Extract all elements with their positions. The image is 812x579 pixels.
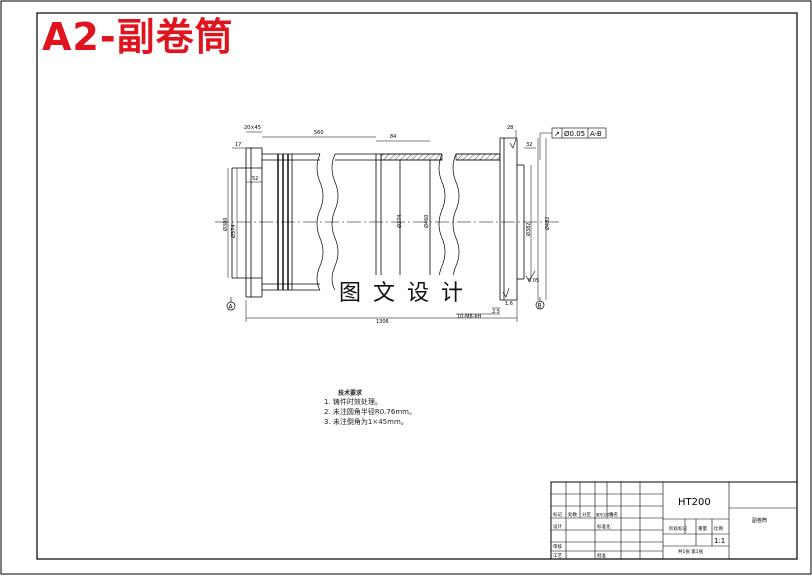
- tb-row: 更改文件号: [596, 512, 614, 517]
- datum-a: A: [226, 297, 236, 311]
- runout-icon: ↗: [554, 130, 560, 138]
- roughness-icon: [502, 138, 536, 298]
- dim-text: 84: [390, 134, 396, 140]
- dim-text: 1.6: [505, 301, 513, 307]
- tb-row: 设计: [553, 523, 562, 530]
- tb-row: 签名: [609, 511, 618, 518]
- tb-row: 审核: [553, 543, 562, 550]
- dim-text: Ø460: [423, 215, 430, 228]
- section-hatch-right: [455, 153, 501, 161]
- tb-row: 处数: [568, 511, 577, 518]
- dim-text: 20×45: [244, 125, 261, 131]
- tb-row: 标准化: [597, 523, 611, 530]
- dim-text: Ø482: [544, 217, 551, 230]
- dim-text: 0.05: [528, 278, 539, 284]
- dim-text: Ø380: [222, 218, 229, 231]
- dim-text: 32: [526, 142, 532, 148]
- datum-a-label: A: [229, 304, 234, 311]
- part-name: 副卷筒: [752, 517, 767, 524]
- scale-label: 比例: [714, 525, 723, 532]
- drawing-title: A2-副卷筒: [42, 15, 234, 59]
- dim-text: 52: [252, 176, 258, 182]
- dim-text: Ø382: [525, 223, 532, 236]
- tb-row: 标记: [553, 511, 562, 518]
- tb-row: 工艺: [553, 553, 562, 559]
- sheet-label: 共1张 第1张: [678, 548, 704, 555]
- break-lines: [316, 153, 460, 291]
- tolerance-datum: A-B: [590, 130, 602, 138]
- scale-value: 1:1: [714, 537, 725, 545]
- datum-b: B: [535, 297, 545, 310]
- watermark-text: 图文设计: [337, 275, 478, 307]
- dim-text: 10-M8-6H: [457, 314, 482, 320]
- notes-title: 技术要求: [338, 390, 363, 397]
- dimension-lines: [227, 130, 547, 322]
- dim-text: 560: [314, 130, 324, 136]
- inner-border: [36, 12, 798, 560]
- title-block: [550, 481, 798, 560]
- stage-label: 阶段标记: [669, 525, 687, 532]
- tb-row: 批准: [597, 552, 606, 559]
- note-line: 2. 未注圆角半径R0.76mm。: [324, 408, 416, 416]
- datum-b-label: B: [538, 303, 542, 310]
- dim-text: 17: [235, 142, 241, 148]
- tolerance-frame: ↗ Ø0.05 A-B: [539, 127, 607, 160]
- technical-notes: 技术要求 1. 铸件时效处理。 2. 未注圆角半径R0.76mm。 3. 未注倒…: [324, 388, 416, 427]
- tb-row: 分区: [582, 511, 591, 518]
- dim-text: 2.5: [492, 309, 500, 315]
- tolerance-value: Ø0.05: [564, 130, 585, 138]
- note-line: 1. 铸件时效处理。: [324, 398, 382, 406]
- dim-text: 1306: [376, 319, 389, 325]
- dim-text: Ø374: [230, 225, 237, 238]
- note-line: 3. 未注倒角为1×45mm。: [324, 418, 408, 426]
- material-label: HT200: [678, 497, 711, 508]
- dim-text: Ø374: [396, 215, 403, 228]
- section-hatch: [380, 153, 443, 161]
- dim-text: 28: [507, 125, 513, 131]
- weight-label: 重量: [698, 525, 707, 532]
